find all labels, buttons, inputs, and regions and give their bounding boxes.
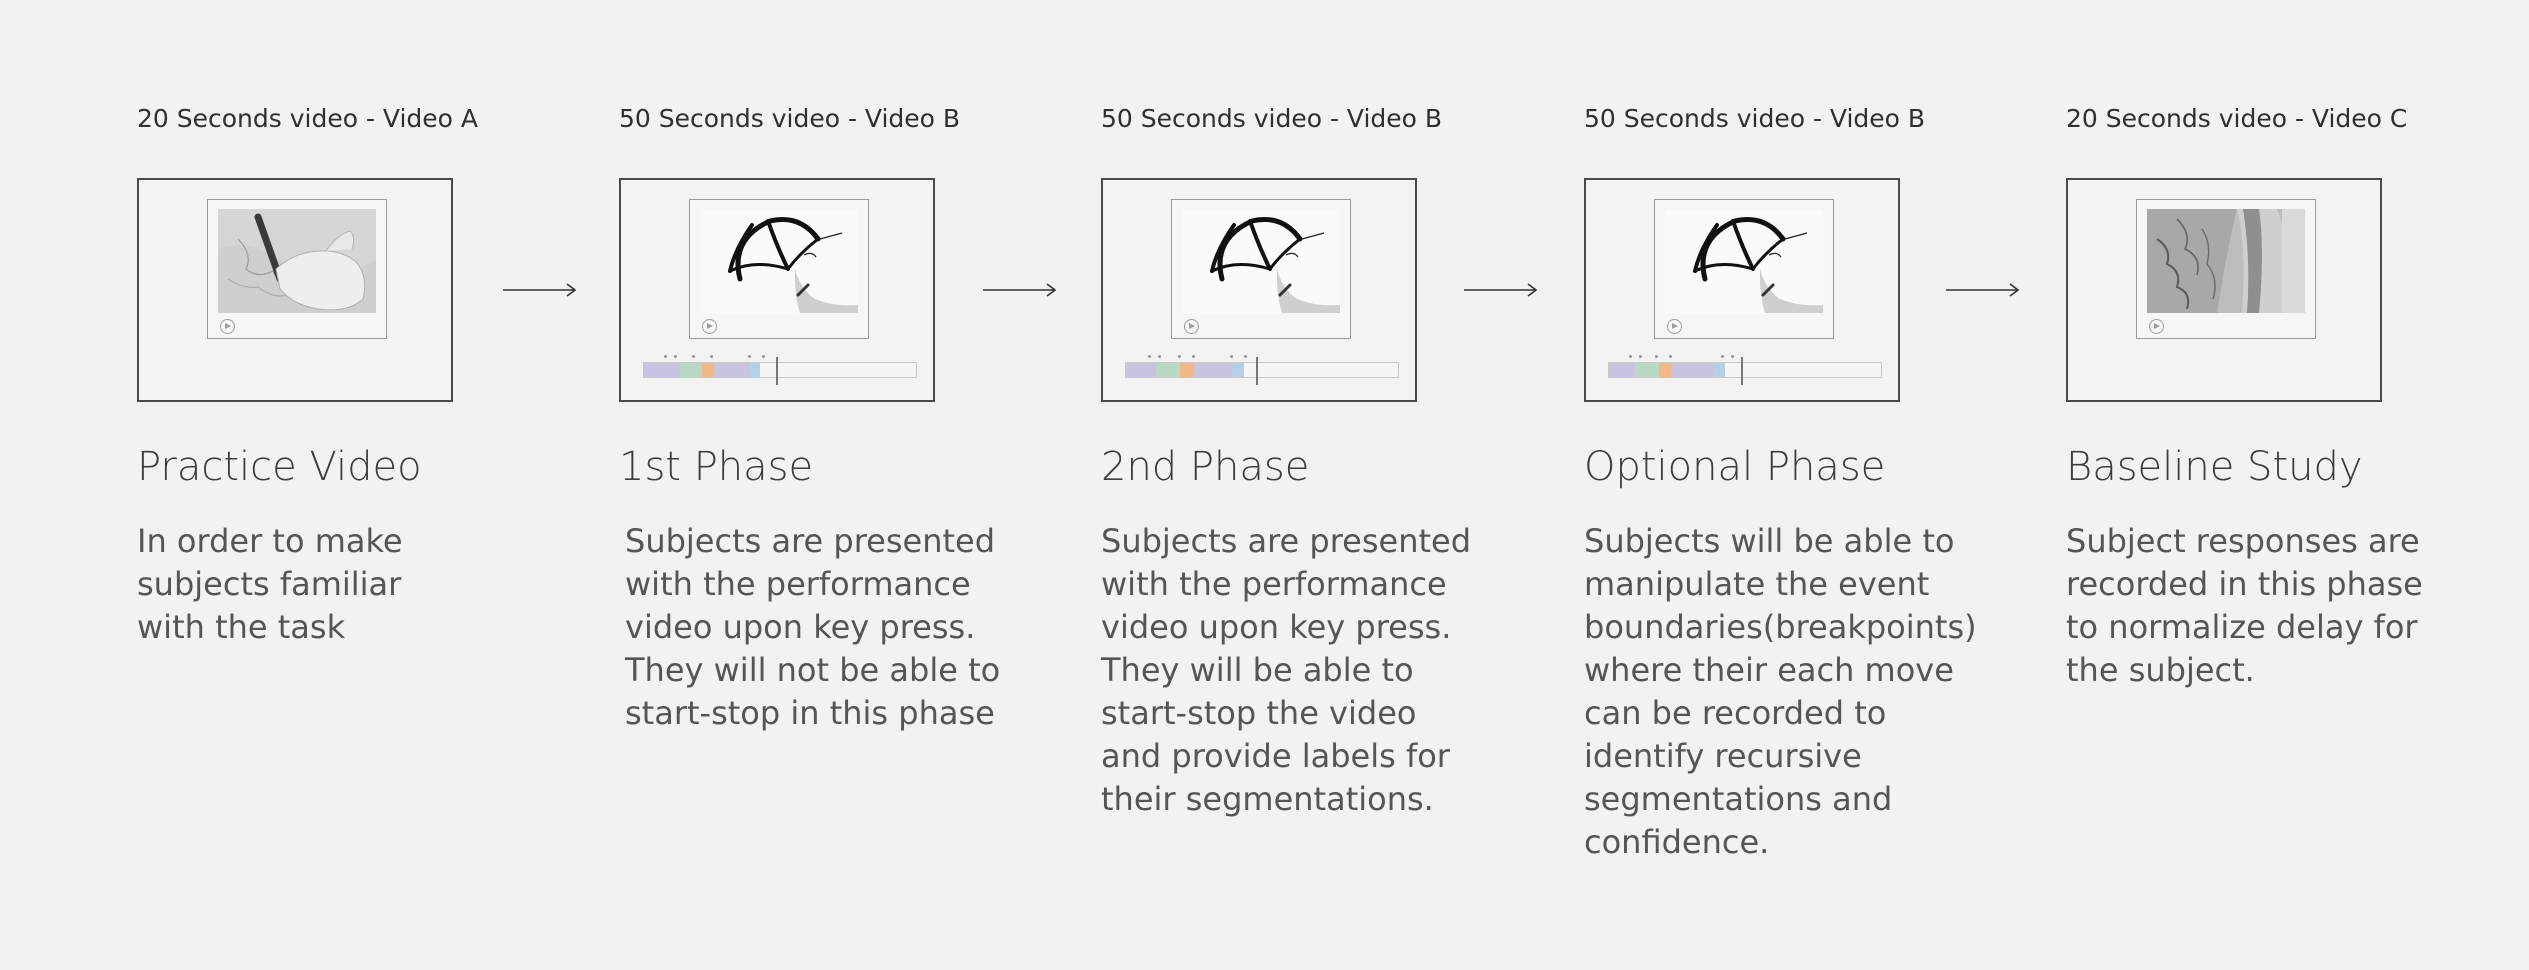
monitor-frame [137,178,453,402]
stage-caption: 20 Seconds video - Video A [137,104,479,133]
stage-description: In order to make subjects familiar with … [137,522,403,646]
arm-photo-thumbnail [2147,209,2305,313]
video-player[interactable] [1654,199,1834,339]
timeline-cursor[interactable] [1256,357,1258,385]
play-icon[interactable] [2149,319,2164,334]
hand-drawing-thumbnail [218,209,376,313]
video-player[interactable] [207,199,387,339]
stage-caption: 50 Seconds video - Video B [1101,104,1443,133]
stage-title: Optional Phase [1584,444,1886,490]
play-icon[interactable] [1184,319,1199,334]
stage-title: Practice Video [137,444,422,490]
timeline-cursor[interactable] [1741,357,1743,385]
stage-title: 1st Phase [619,444,814,490]
stage-caption: 20 Seconds video - Video C [2066,104,2408,133]
video-player[interactable] [2136,199,2316,339]
video-player[interactable] [1171,199,1351,339]
stage-description: Subject responses are recorded in this p… [2066,522,2423,689]
stage-caption: 50 Seconds video - Video B [1584,104,1926,133]
play-icon[interactable] [220,319,235,334]
monitor-frame [1584,178,1900,402]
arrow-right-icon [1464,283,1538,297]
monitor-frame [2066,178,2382,402]
umbrella-sketch-thumbnail [1665,209,1823,313]
timeline-cursor[interactable] [776,357,778,385]
stage-caption: 50 Seconds video - Video B [619,104,961,133]
arrow-right-icon [983,283,1057,297]
monitor-frame [1101,178,1417,402]
arrow-right-icon [503,283,577,297]
segmentation-timeline[interactable] [643,355,917,385]
stage-description: Subjects are presented with the performa… [625,522,1001,732]
stage-description: Subjects will be able to manipulate the … [1584,522,1977,861]
stage-title: Baseline Study [2066,444,2363,490]
segmentation-timeline[interactable] [1608,355,1882,385]
stage-description: Subjects are presented with the performa… [1101,522,1472,818]
stage-title: 2nd Phase [1101,444,1310,490]
umbrella-sketch-thumbnail [1182,209,1340,313]
monitor-frame [619,178,935,402]
play-icon[interactable] [702,319,717,334]
umbrella-sketch-thumbnail [700,209,858,313]
segmentation-timeline[interactable] [1125,355,1399,385]
play-icon[interactable] [1667,319,1682,334]
video-player[interactable] [689,199,869,339]
arrow-right-icon [1946,283,2020,297]
